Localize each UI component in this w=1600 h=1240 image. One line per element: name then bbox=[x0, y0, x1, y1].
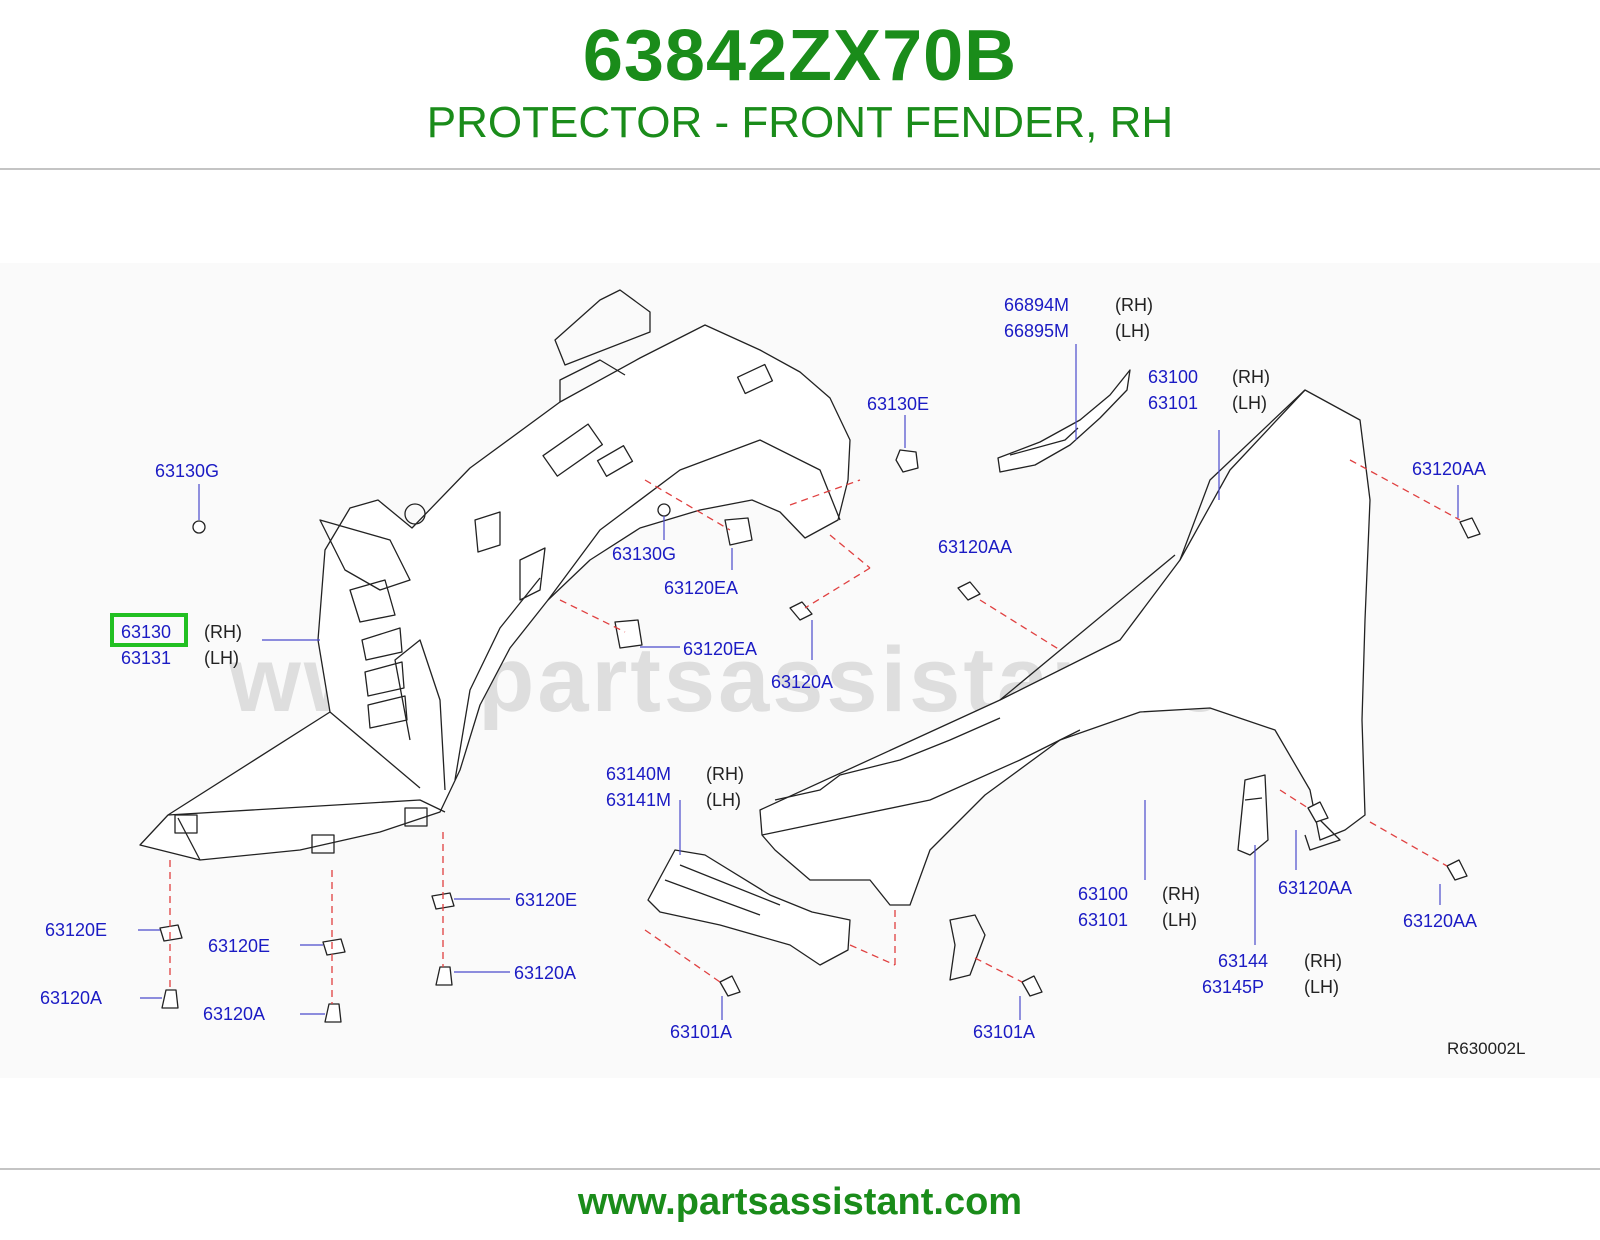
grommet-icon bbox=[192, 520, 206, 534]
bolt-icon bbox=[789, 601, 813, 621]
highlight-box bbox=[110, 613, 188, 647]
clip-icon bbox=[614, 619, 643, 649]
clip-icon bbox=[724, 517, 753, 546]
part-label-63145P: 63145P bbox=[1202, 977, 1264, 997]
garnish-strip-drawing bbox=[997, 369, 1131, 473]
bracket-63144-drawing bbox=[1237, 774, 1269, 856]
front-fender-drawing bbox=[759, 389, 1371, 981]
side-label: (RH) bbox=[1232, 367, 1270, 387]
part-label-63101: 63101 bbox=[1148, 393, 1198, 413]
bolt-icon bbox=[719, 975, 741, 997]
bolt-icon bbox=[1446, 859, 1468, 881]
side-label: (RH) bbox=[1162, 884, 1200, 904]
part-label-63101: 63101 bbox=[1078, 910, 1128, 930]
part-labels: 66894M (RH) 66895M (LH) 63100 (RH) 63101… bbox=[40, 295, 1525, 1058]
clip-nut-icon bbox=[322, 938, 346, 956]
side-label: (RH) bbox=[204, 622, 242, 642]
side-label: (LH) bbox=[1232, 393, 1267, 413]
side-label: (RH) bbox=[706, 764, 744, 784]
footer-divider bbox=[0, 1168, 1600, 1170]
part-label-63120E: 63120E bbox=[45, 920, 107, 940]
part-number-title: 63842ZX70B bbox=[582, 16, 1018, 96]
part-label-63131: 63131 bbox=[121, 648, 171, 668]
part-label-63100: 63100 bbox=[1078, 884, 1128, 904]
part-label-63120AA: 63120AA bbox=[938, 537, 1012, 557]
reference-code: R630002L bbox=[1447, 1039, 1525, 1058]
part-label-63101A: 63101A bbox=[670, 1022, 732, 1042]
header-divider bbox=[0, 168, 1600, 170]
side-label: (LH) bbox=[204, 648, 239, 668]
part-label-63120E: 63120E bbox=[515, 890, 577, 910]
part-label-63120A: 63120A bbox=[771, 672, 833, 692]
bracket-drawing bbox=[647, 849, 851, 966]
bolt-icon bbox=[957, 581, 981, 601]
part-label-63120A: 63120A bbox=[203, 1004, 265, 1024]
part-name-subtitle: PROTECTOR - FRONT FENDER, RH bbox=[426, 98, 1174, 147]
grommet-icon bbox=[657, 503, 671, 517]
part-label-66894M: 66894M bbox=[1004, 295, 1069, 315]
clip-nut-icon bbox=[159, 924, 183, 942]
part-label-63130: 63130 bbox=[121, 622, 171, 642]
fasteners bbox=[159, 449, 1481, 1023]
side-label: (LH) bbox=[706, 790, 741, 810]
side-label: (LH) bbox=[1304, 977, 1339, 997]
part-label-63120E: 63120E bbox=[208, 936, 270, 956]
side-label: (RH) bbox=[1115, 295, 1153, 315]
bolt-icon bbox=[1021, 975, 1043, 997]
side-label: (LH) bbox=[1162, 910, 1197, 930]
footer-url[interactable]: www.partsassistant.com bbox=[577, 1181, 1023, 1223]
part-label-63120EA: 63120EA bbox=[664, 578, 738, 598]
part-label-63120A: 63120A bbox=[40, 988, 102, 1008]
part-label-63130E: 63130E bbox=[867, 394, 929, 414]
assembly-lines bbox=[169, 459, 1461, 1004]
part-label-63120AA: 63120AA bbox=[1412, 459, 1486, 479]
fender-protector-drawing bbox=[139, 289, 851, 861]
part-label-63130G: 63130G bbox=[155, 461, 219, 481]
part-label-63120A: 63120A bbox=[514, 963, 576, 983]
part-label-63130G: 63130G bbox=[612, 544, 676, 564]
bolt-icon bbox=[1307, 801, 1329, 823]
push-rivet-icon bbox=[161, 989, 179, 1009]
part-label-63120EA: 63120EA bbox=[683, 639, 757, 659]
part-label-63100: 63100 bbox=[1148, 367, 1198, 387]
side-label: (RH) bbox=[1304, 951, 1342, 971]
nut-icon bbox=[895, 449, 919, 473]
part-label-63101A: 63101A bbox=[973, 1022, 1035, 1042]
part-label-63140M: 63140M bbox=[606, 764, 671, 784]
side-label: (LH) bbox=[1115, 321, 1150, 341]
part-label-63144: 63144 bbox=[1218, 951, 1268, 971]
part-label-66895M: 66895M bbox=[1004, 321, 1069, 341]
part-label-63141M: 63141M bbox=[606, 790, 671, 810]
leader-lines bbox=[138, 344, 1459, 1020]
part-label-63120AA: 63120AA bbox=[1278, 878, 1352, 898]
part-label-63120AA: 63120AA bbox=[1403, 911, 1477, 931]
push-rivet-icon bbox=[324, 1003, 342, 1023]
bolt-icon bbox=[1459, 517, 1481, 539]
clip-nut-icon bbox=[431, 892, 455, 910]
push-rivet-icon bbox=[435, 966, 453, 986]
